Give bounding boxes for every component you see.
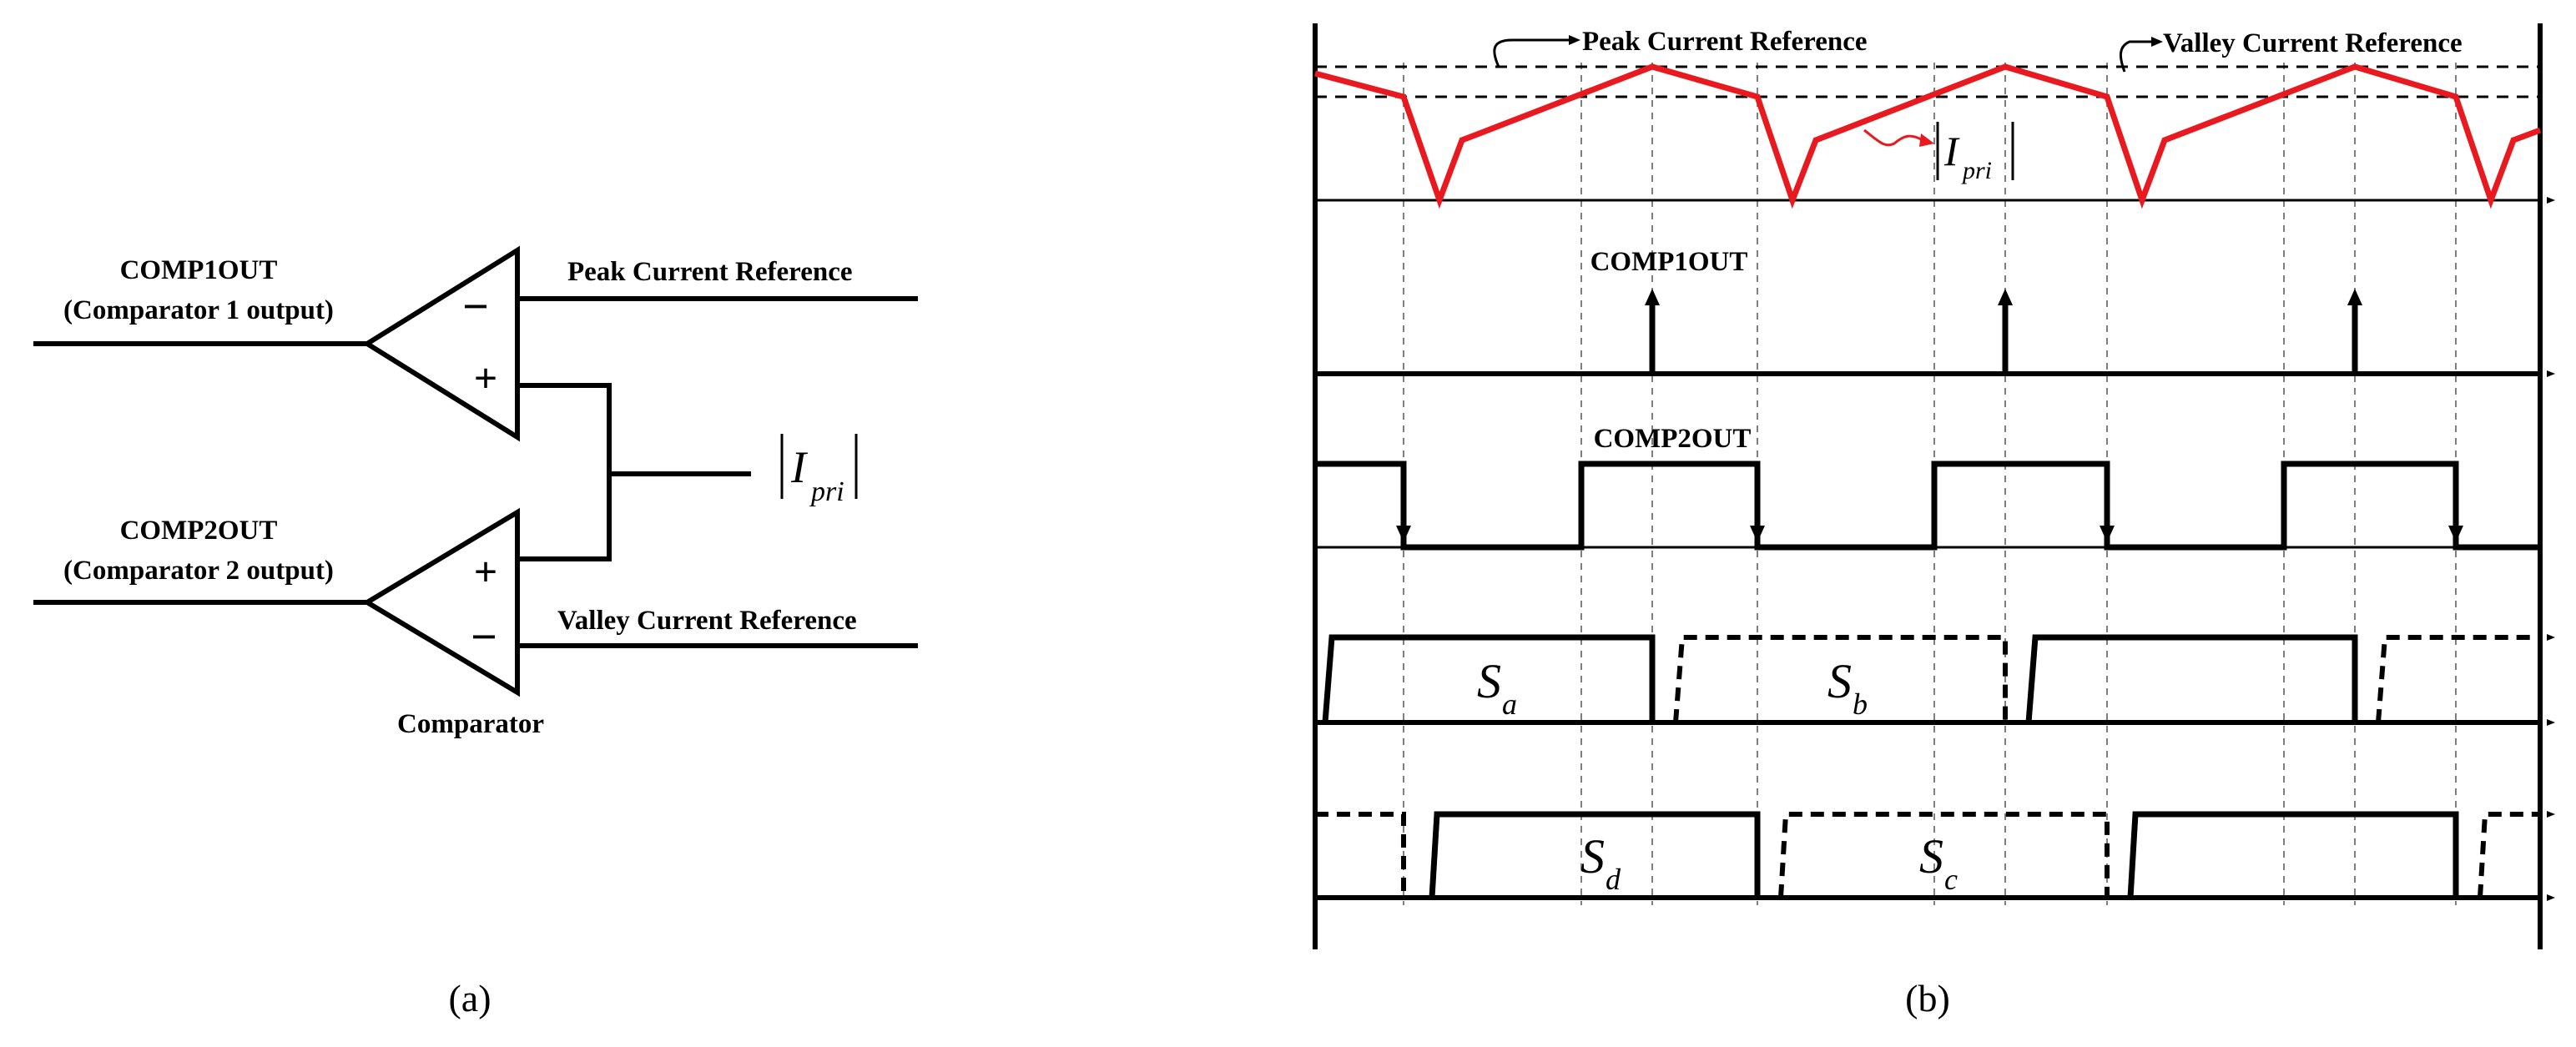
peak-ref-label: Peak Current Reference (567, 257, 853, 287)
svg-text:S: S (1580, 829, 1605, 883)
sb-gate-waveform-2 (2376, 635, 2540, 723)
comp1out-pulses (1645, 289, 2362, 374)
svg-text:a: a (1502, 687, 1517, 721)
ipri-waveform-annotation: I pri (1863, 122, 2014, 184)
comp2-plus-sign: + (474, 548, 498, 595)
sc-gate-waveform (1778, 812, 2110, 899)
comp2-name-label: COMP2OUT (120, 516, 278, 546)
svg-text:pri: pri (809, 476, 844, 507)
svg-text:S: S (1477, 654, 1501, 708)
comparator-1-triangle (362, 245, 520, 442)
sd-label: S d (1580, 829, 1621, 896)
svg-text:b: b (1853, 687, 1868, 721)
ipri-current-waveform (1314, 63, 2542, 209)
sb-label: S b (1827, 654, 1868, 721)
comparator-2-triangle (362, 507, 520, 697)
comp2out-falling-arrows (1396, 526, 2463, 542)
comp2out-waveform (1315, 461, 2540, 551)
ipri-label: I pri (780, 434, 858, 507)
panel-b-caption: (b) (1905, 977, 1950, 1019)
valley-ref-label: Valley Current Reference (557, 606, 857, 636)
svg-text:S: S (1919, 829, 1943, 883)
svg-text:I: I (790, 442, 809, 492)
svg-text:S: S (1827, 654, 1852, 708)
comp2out-label: COMP2OUT (1594, 424, 1752, 454)
sa-label: S a (1477, 654, 1517, 721)
peak-ref-annotation: Peak Current Reference (1493, 27, 1868, 68)
comp2-desc-label: (Comparator 2 output) (63, 556, 334, 586)
sa-gate-waveform-2 (2025, 634, 2358, 723)
comparator-label: Comparator (397, 709, 544, 739)
sd-gate-waveform-pre (1315, 812, 1406, 898)
svg-text:Peak Current Reference: Peak Current Reference (1582, 27, 1868, 57)
svg-text:pri: pri (1961, 157, 1992, 184)
svg-text:d: d (1606, 863, 1621, 896)
comp1-name-label: COMP1OUT (120, 255, 278, 285)
panel-a-caption: (a) (448, 977, 491, 1019)
comp1-minus-sign: − (462, 281, 489, 333)
time-grid (1403, 63, 2457, 905)
comp1-plus-sign: + (474, 355, 498, 401)
ipri-input-wire-1 (517, 383, 612, 561)
svg-text:I: I (1943, 128, 1960, 174)
panel-b-timing-diagram: Peak Current Reference Valley Current Re… (1313, 23, 2555, 1019)
sd-gate-waveform-2 (2127, 811, 2459, 899)
svg-text:Valley Current Reference: Valley Current Reference (2163, 28, 2463, 58)
comp2-minus-sign: − (471, 612, 497, 663)
svg-text:c: c (1944, 863, 1958, 896)
valley-ref-annotation: Valley Current Reference (2120, 28, 2463, 73)
comp1out-label: COMP1OUT (1590, 247, 1748, 277)
right-border-ticks (2547, 197, 2555, 901)
sd-gate-waveform (1429, 811, 1761, 899)
sb-gate-waveform (1673, 635, 2008, 723)
panel-a-comparator-schematic: − + + − COMP1OUT (Comparator 1 output) C… (33, 245, 918, 1019)
sc-gate-waveform-2 (2478, 812, 2540, 899)
sc-label: S c (1919, 829, 1958, 896)
comp1-desc-label: (Comparator 1 output) (63, 295, 334, 325)
sa-gate-waveform (1322, 634, 1656, 723)
